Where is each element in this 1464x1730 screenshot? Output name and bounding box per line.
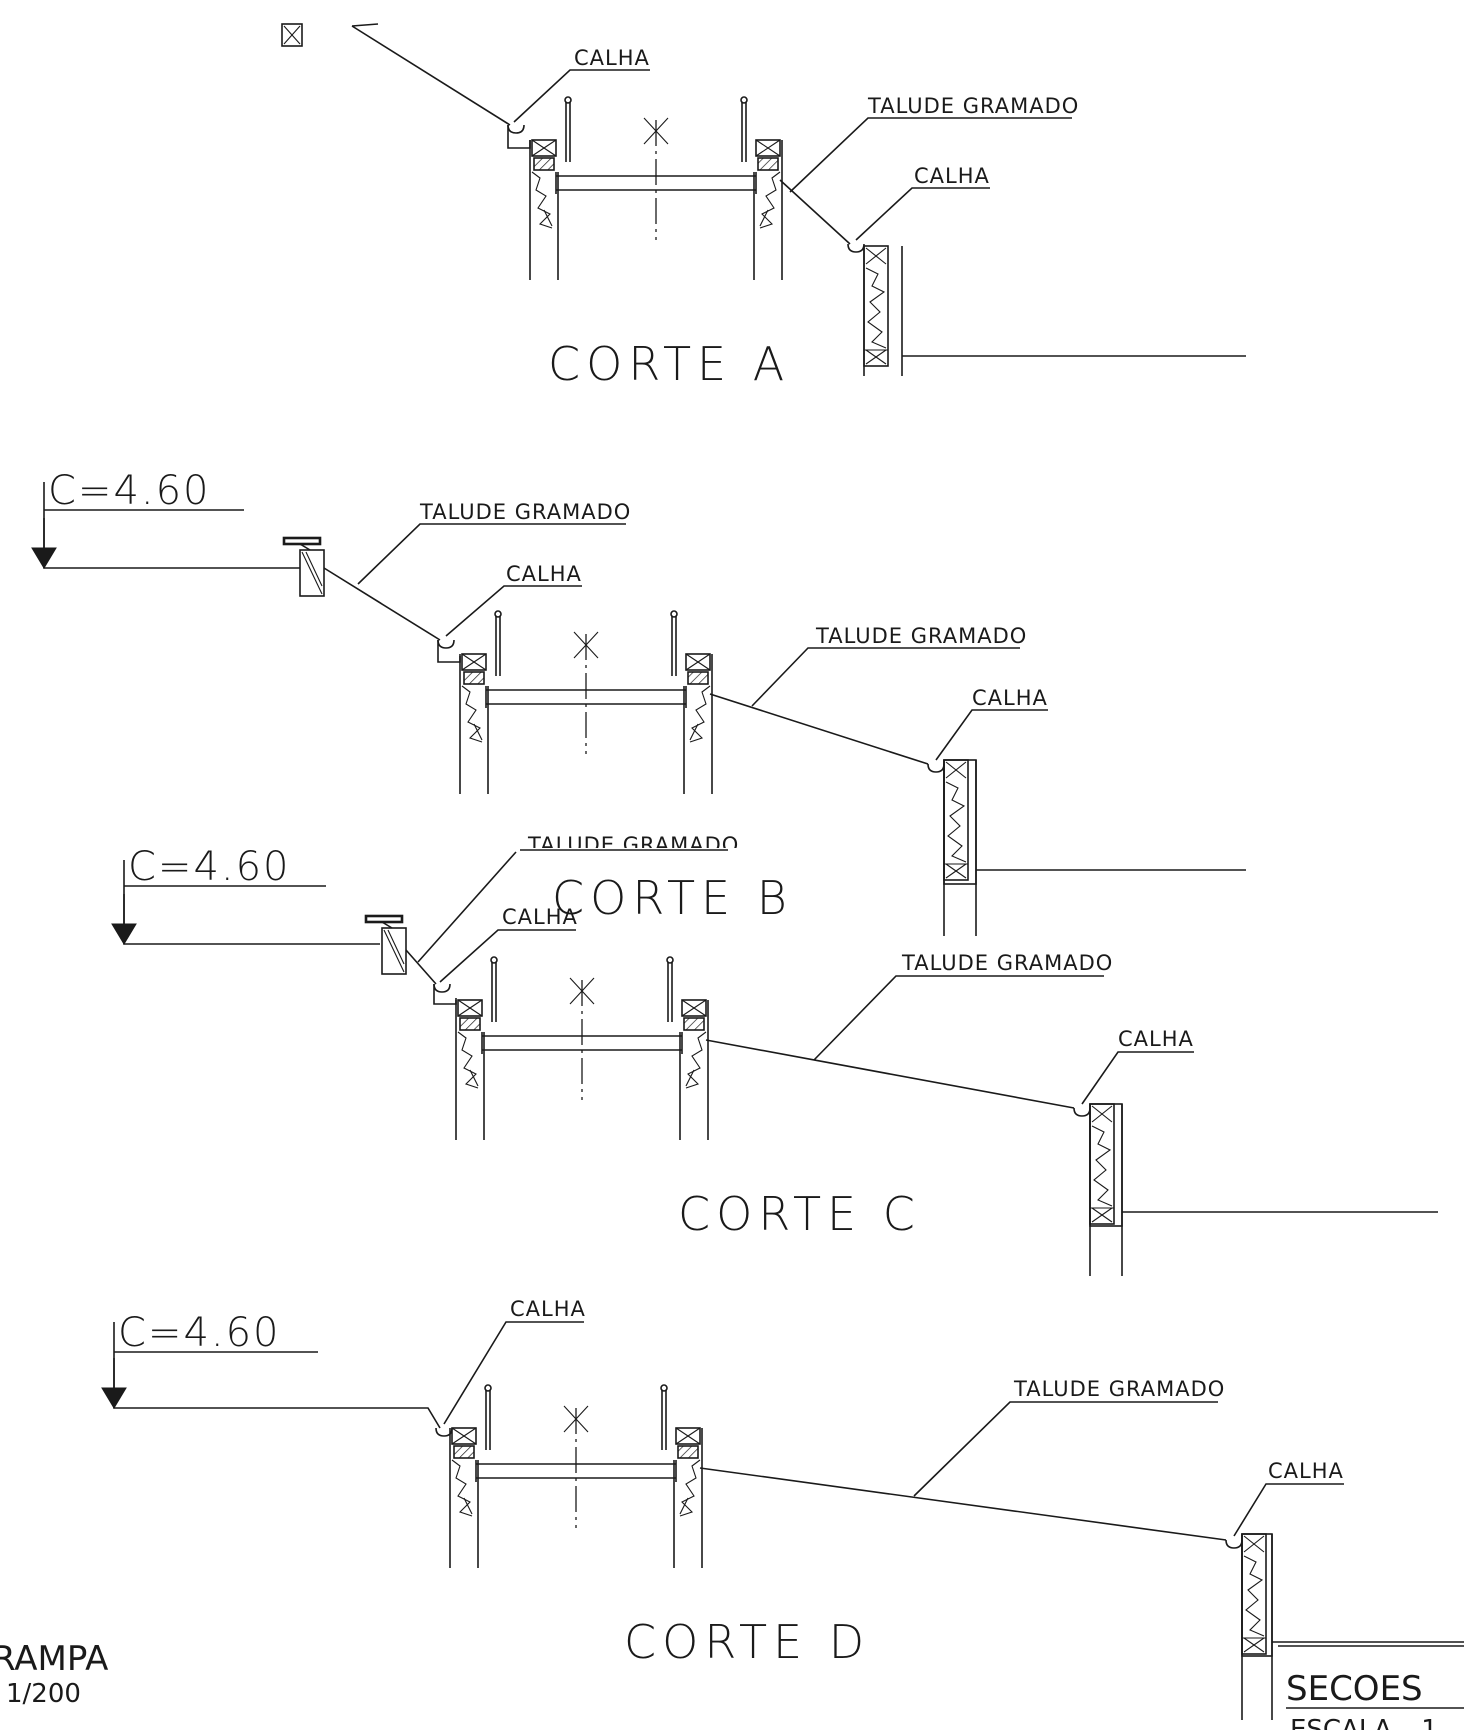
label-calha: CALHA [506, 562, 582, 586]
label-talude: TALUDE GRAMADO [867, 94, 1079, 118]
footer-right-title: SECOES [1286, 1669, 1423, 1709]
label-talude: TALUDE GRAMADO [419, 500, 631, 524]
label-talude: TALUDE GRAMADO [527, 833, 739, 857]
label-talude: TALUDE GRAMADO [1013, 1377, 1225, 1401]
post-block-icon [281, 23, 303, 47]
section-d: C=4.60 CALHA TALUDE GRAMADO CALHA CORTE … [101, 1297, 1464, 1720]
section-title: CORTE C [678, 1187, 921, 1241]
label-calha: CALHA [1118, 1027, 1194, 1051]
level-label: C=4.60 [48, 468, 211, 514]
label-talude: TALUDE GRAMADO [815, 624, 1027, 648]
footer-right-scale: ESCALA – 1 [1290, 1715, 1438, 1730]
post-block-icon [299, 549, 325, 597]
level-label: C=4.60 [128, 844, 291, 890]
footer-left-scale: 1/200 [6, 1679, 81, 1709]
label-calha: CALHA [502, 905, 578, 929]
section-title: CORTE A [548, 337, 790, 391]
label-calha: CALHA [914, 164, 990, 188]
section-c: TALUDE GRAMADO C=4.60 CALHA TALUDE GRAMA… [111, 833, 1438, 1276]
label-calha: CALHA [574, 46, 650, 70]
footer-left-title: RAMPA [0, 1639, 108, 1679]
label-calha: CALHA [972, 686, 1048, 710]
level-label: C=4.60 [118, 1310, 281, 1356]
label-calha: CALHA [1268, 1459, 1344, 1483]
section-b: C=4.60 TALUDE GRAMADO CALHA TALUDE GRAMA… [31, 468, 1246, 936]
section-a: CALHA TALUDE GRAMADO CALHA CORTE A [281, 23, 1246, 391]
label-calha: CALHA [510, 1297, 586, 1321]
section-title: CORTE B [552, 871, 793, 925]
label-talude: TALUDE GRAMADO [901, 951, 1113, 975]
section-title: CORTE D [624, 1615, 870, 1669]
